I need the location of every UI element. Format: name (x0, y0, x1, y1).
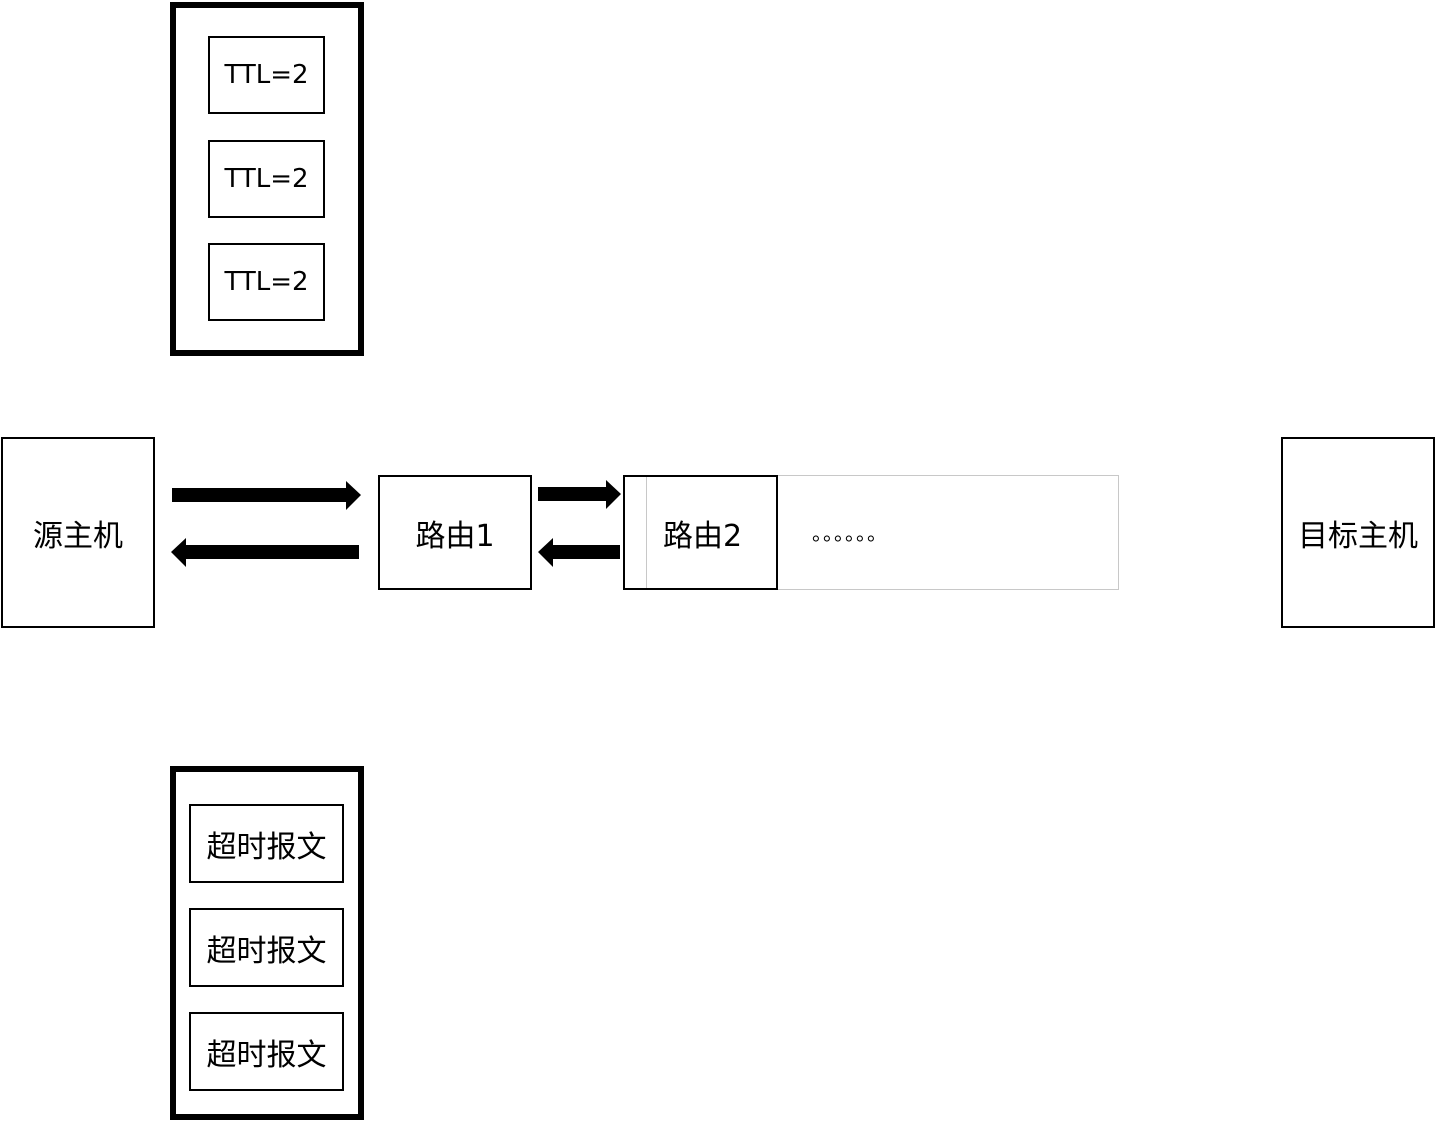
router-1: 路由1 (378, 475, 532, 590)
ttl-packet-2: TTL=2 (208, 140, 325, 218)
arrow-right-router1-to-router2 (538, 480, 621, 509)
ttl-packet-group (170, 2, 364, 356)
router-2-label: 路由2 (663, 518, 743, 554)
arrow-left-router1-to-source (171, 538, 359, 567)
target-host: 目标主机 (1281, 437, 1435, 628)
router-2: 路由2 (623, 475, 778, 590)
timeout-packet-3: 超时报文 (189, 1012, 344, 1091)
ttl-packet-3: TTL=2 (208, 243, 325, 321)
timeout-packet-group (170, 766, 364, 1120)
source-host: 源主机 (1, 437, 155, 628)
arrow-left-router2-to-router1 (538, 538, 620, 567)
arrow-right-source-to-router1 (172, 481, 361, 510)
ellipsis: 。。。。。。 (812, 518, 888, 548)
timeout-packet-1: 超时报文 (189, 804, 344, 883)
timeout-packet-2: 超时报文 (189, 908, 344, 987)
ttl-packet-1: TTL=2 (208, 36, 325, 114)
ellipsis-text: 。。。。。。 (812, 521, 888, 545)
router-2-inner-divider (646, 477, 647, 588)
